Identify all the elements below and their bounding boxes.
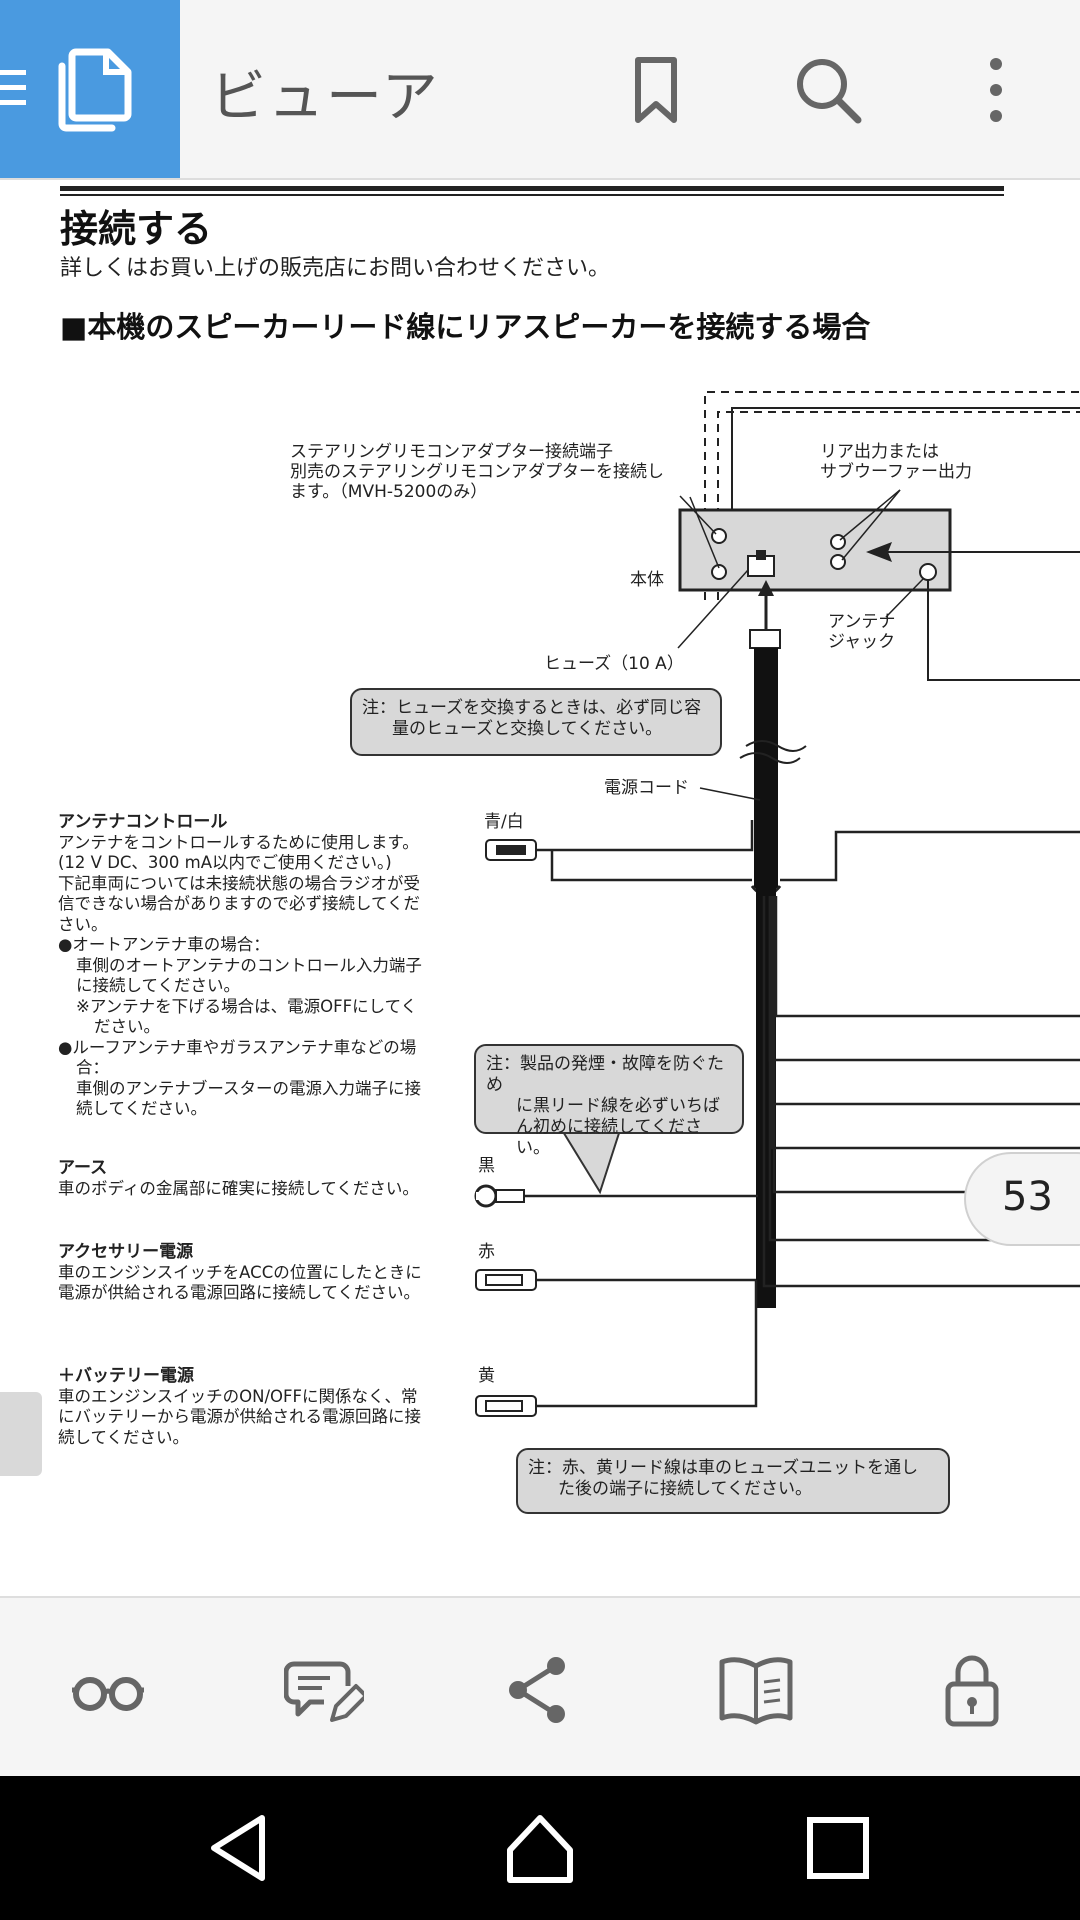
label-unit: 本体	[630, 570, 664, 590]
header-rule-thin	[60, 194, 1004, 196]
label-steering-1: ステアリングリモコンアダプター接続端子	[290, 442, 613, 462]
side-drawer-handle[interactable]	[0, 1392, 42, 1476]
ground-lug	[474, 1184, 525, 1208]
note-fuse: 注：ヒューズを交換するときは、必ず同じ容 量のヒューズと交換してください。	[350, 688, 722, 756]
drawer-toggle[interactable]	[0, 0, 180, 178]
battery-description: ＋バッテリー電源 車のエンジンスイッチのON/OFFに関係なく、常 にバッテリー…	[58, 1366, 421, 1447]
subsection-title: ■本機のスピーカーリード線にリアスピーカーを接続する場合	[60, 310, 871, 344]
antenna-control-description: アンテナコントロール アンテナをコントロールするために使用します。 (12 V …	[58, 812, 422, 1118]
back-icon[interactable]	[204, 1810, 280, 1886]
recents-icon[interactable]	[800, 1810, 876, 1886]
book-icon[interactable]	[716, 1650, 796, 1730]
note-red-yellow: 注：赤、黄リード線は車のヒューズユニットを通し た後の端子に接続してください。	[516, 1448, 950, 1514]
pages-icon[interactable]	[54, 48, 134, 132]
label-fuse: ヒューズ（10 A）	[544, 654, 684, 674]
intro-text: 詳しくはお買い上げの販売店にお問い合わせください。	[60, 256, 611, 281]
header-rule	[60, 186, 1004, 191]
label-red: 赤	[478, 1242, 495, 1262]
ground-description: アース 車のボディの金属部に確実に接続してください。	[58, 1158, 419, 1198]
section-heading: 接続する	[60, 207, 213, 251]
page-number: 53	[1002, 1174, 1053, 1220]
bluewhite-connector	[485, 839, 537, 861]
label-steering-3: ます。（MVH-5200のみ）	[290, 482, 488, 502]
yellow-connector	[475, 1395, 537, 1417]
red-connector	[475, 1269, 537, 1291]
more-vert-icon[interactable]	[960, 54, 1032, 126]
topbar-divider	[0, 178, 1080, 180]
note-ground: 注：製品の発煙・故障を防ぐため に黒リード線を必ずいちば ん初めに接続してくださ…	[474, 1044, 744, 1158]
top-app-bar: ビューア	[0, 0, 1080, 178]
accessory-description: アクセサリー電源 車のエンジンスイッチをACCの位置にしたときに 電源が供給され…	[58, 1242, 422, 1302]
wiring-diagram	[474, 391, 1080, 1417]
app-title: ビューア	[210, 65, 440, 130]
glasses-icon[interactable]	[68, 1650, 148, 1730]
system-navigation-bar	[0, 1776, 1080, 1920]
label-rear-2: サブウーファー出力	[820, 462, 972, 482]
page-number-badge[interactable]: 53	[964, 1152, 1080, 1246]
lock-icon[interactable]	[932, 1650, 1012, 1730]
bottom-toolbar	[0, 1596, 1080, 1776]
label-black: 黒	[478, 1156, 495, 1176]
label-rear-1: リア出力または	[820, 442, 939, 462]
document-page[interactable]: 接続する 詳しくはお買い上げの販売店にお問い合わせください。 ■本機のスピーカー…	[0, 180, 1080, 1596]
search-icon[interactable]	[792, 54, 864, 126]
home-icon[interactable]	[502, 1810, 578, 1886]
comment-edit-icon[interactable]	[284, 1650, 364, 1730]
menu-icon[interactable]	[0, 64, 30, 112]
share-icon[interactable]	[498, 1650, 578, 1730]
label-antenna-jack-2: ジャック	[828, 632, 896, 652]
label-steering-2: 別売のステアリングリモコンアダプターを接続し	[290, 462, 664, 482]
label-power-cord: 電源コード	[604, 778, 689, 798]
label-yellow: 黄	[478, 1366, 495, 1386]
label-blue-white: 青/白	[484, 812, 524, 832]
label-antenna-jack-1: アンテナ	[828, 612, 896, 632]
bookmark-icon[interactable]	[620, 54, 692, 126]
